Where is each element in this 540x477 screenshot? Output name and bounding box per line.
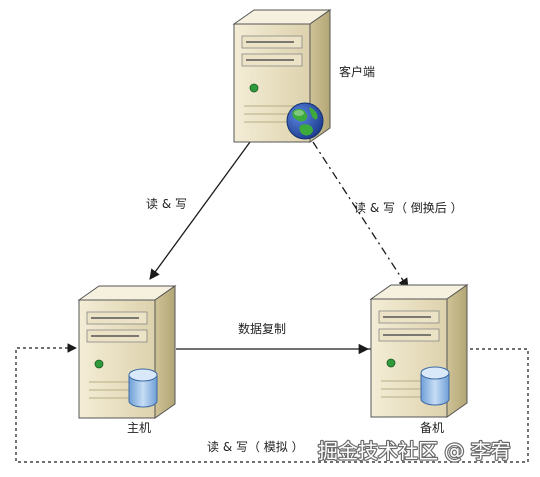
standby-label: 备机 [420,421,444,435]
watermark: 掘金技术社区 @ 李宥 [318,439,511,463]
primary-label: 主机 [127,421,151,435]
rw-standby-label: 读 & 写（ 倒换后 ） [354,201,463,215]
rw-primary-label: 读 & 写 [146,197,187,211]
database-icon [128,368,158,408]
server-icon [77,285,177,419]
arrow-simulated-loop [15,343,529,463]
arrow-client-to-primary [149,141,251,280]
database-icon [420,366,450,406]
server-icon [369,284,469,418]
globe-icon [286,102,324,140]
arrow-client-to-standby-dashdot [312,141,409,289]
primary-server [77,285,177,419]
rw-simulated-label: 读 & 写（ 模拟 ） [207,440,304,454]
client-label: 客户端 [339,64,375,79]
standby-server [369,284,469,418]
replication-label: 数据复制 [238,321,286,336]
